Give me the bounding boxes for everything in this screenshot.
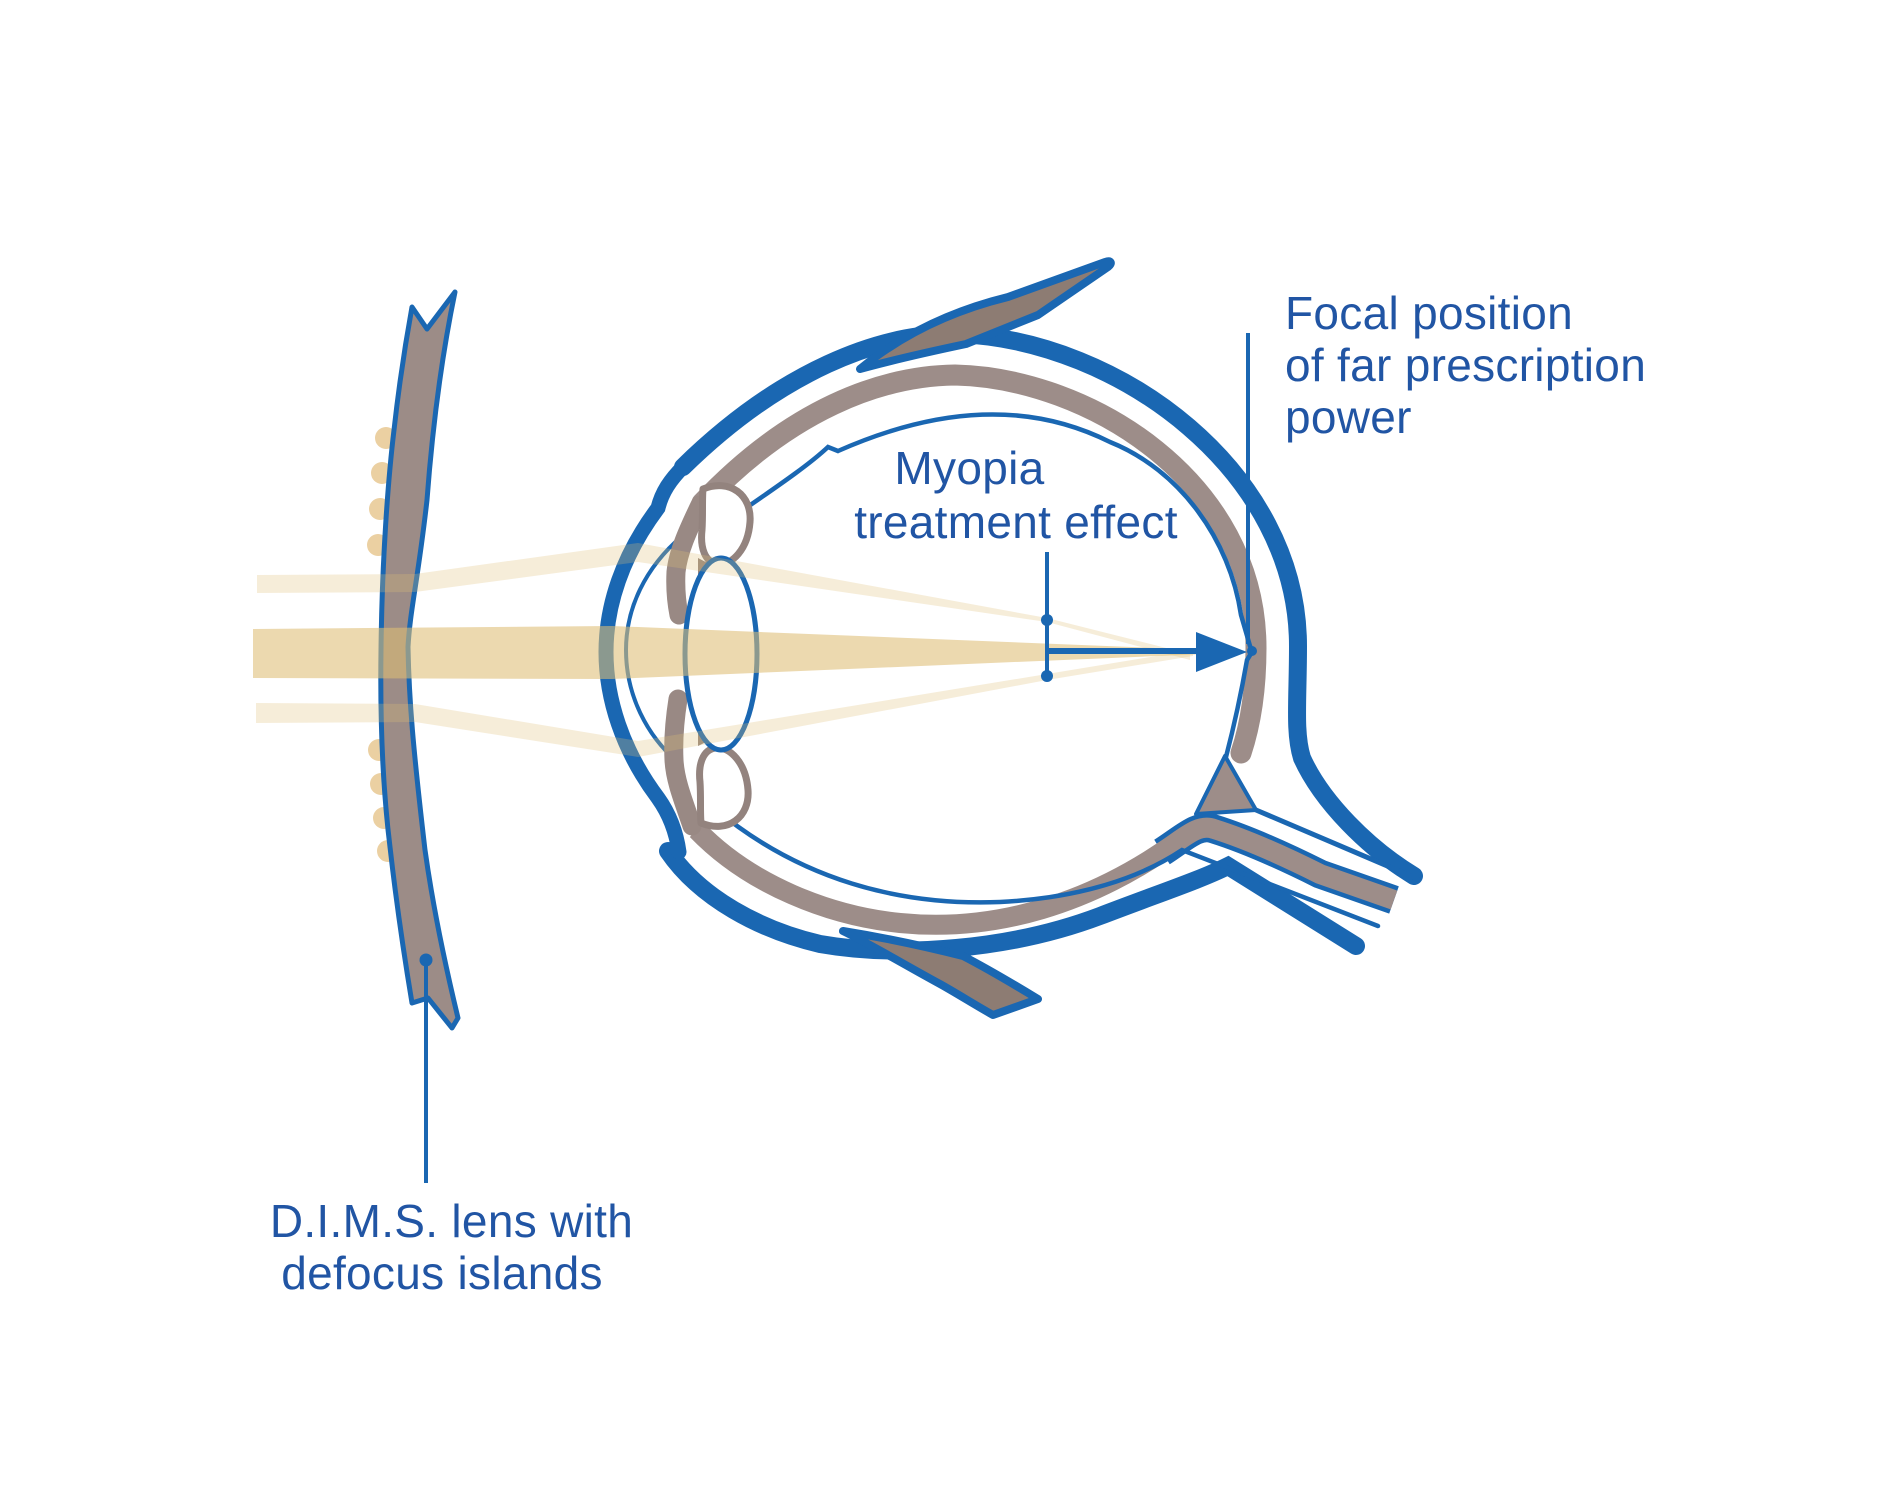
focus-arrow-head (1196, 632, 1247, 672)
choroid-bottom (689, 817, 1398, 935)
retina-upper (725, 412, 1255, 652)
retina-bottom (711, 805, 1381, 929)
optic-nerve-head (1194, 754, 1258, 816)
light-beams (253, 543, 1205, 757)
dims-leader-dot (419, 953, 433, 967)
light-beam-upper-defocus (257, 543, 1190, 660)
sclera-outer-ring (674, 324, 1423, 885)
optic-nerve-top-line (1253, 807, 1421, 882)
light-beam-main (253, 626, 1205, 679)
dims-lens (378, 289, 461, 1031)
eye-muscle-top (856, 257, 1115, 373)
annotations: Myopia treatment effect Focal position o… (270, 287, 1659, 1299)
light-beam-lower-defocus (256, 650, 1193, 757)
eye-muscle-bottom (839, 927, 1042, 1019)
iris-upper (666, 495, 710, 625)
retina-lower (1223, 650, 1254, 758)
iris-lower (664, 689, 702, 836)
focal-position-label: Focal position of far prescription power (1285, 287, 1659, 443)
dims-lens-group (367, 289, 461, 1031)
dims-lens-label: D.I.M.S. lens with defocus islands (270, 1195, 646, 1299)
myopia-label: Myopia treatment effect (854, 442, 1178, 548)
retina-focus-dot (1247, 646, 1257, 656)
choroid-ring (691, 364, 1267, 764)
ciliary-body-upper (698, 482, 754, 568)
treatment-focus-dot-upper (1041, 614, 1053, 626)
treatment-focus-dot-lower (1041, 670, 1053, 682)
ciliary-body-lower (696, 744, 752, 830)
